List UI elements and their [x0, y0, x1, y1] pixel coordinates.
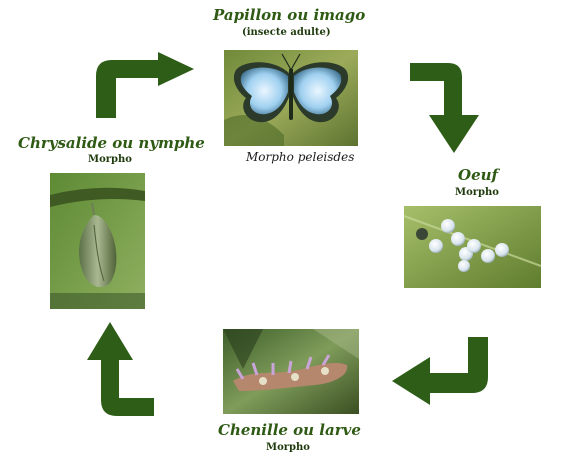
stage-title-larva: Chenille ou larve: [218, 421, 361, 439]
egg-photo: [404, 206, 541, 288]
pupa-photo: [50, 173, 145, 309]
arrow-pupa-to-adult: [96, 52, 194, 118]
stage-subtitle-adult: (insecte adulte): [242, 27, 331, 38]
adult-species-caption: Morpho peleisdes: [246, 150, 355, 164]
stage-subtitle-egg: Morpho: [455, 187, 499, 198]
arrow-larva-to-pupa: [87, 322, 154, 416]
arrow-adult-to-egg: [410, 63, 479, 153]
stage-subtitle-pupa: Morpho: [88, 154, 132, 165]
adult-butterfly-photo: [224, 50, 358, 146]
larva-photo: [223, 329, 359, 414]
stage-title-adult: Papillon ou imago: [213, 6, 366, 24]
stage-title-egg: Oeuf: [458, 166, 498, 184]
stage-subtitle-larva: Morpho: [266, 442, 310, 453]
arrow-egg-to-larva: [392, 337, 488, 405]
stage-title-pupa: Chrysalide ou nymphe: [18, 134, 205, 152]
